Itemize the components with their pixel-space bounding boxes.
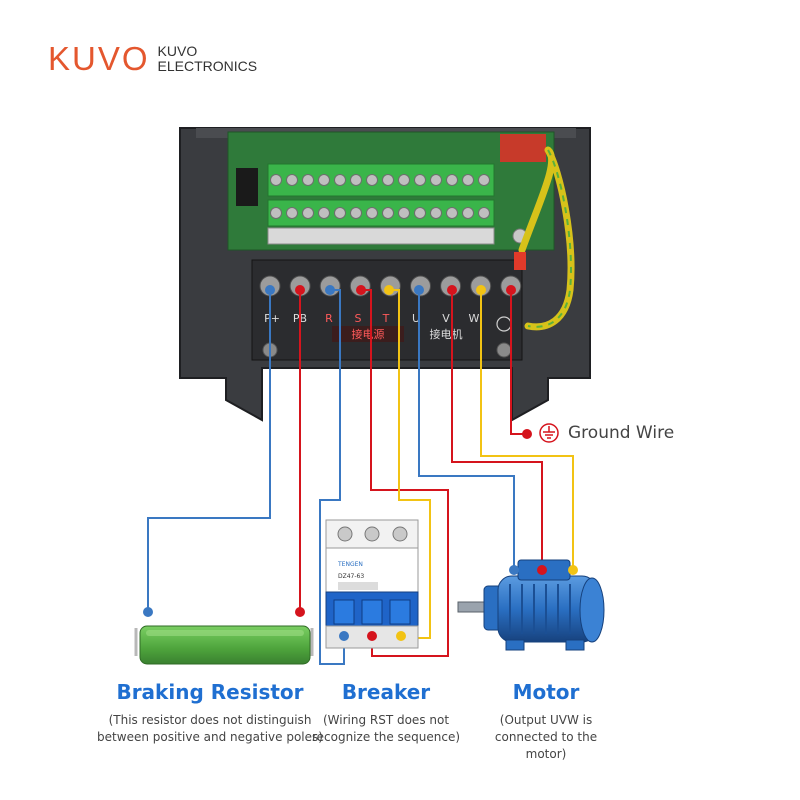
- breaker-brand-text: TENGEN: [337, 561, 363, 568]
- wiring-lines: [147, 289, 574, 665]
- brand-name-line2: ELECTRONICS: [157, 58, 258, 74]
- board-screw: [430, 207, 442, 219]
- board-screw: [366, 207, 378, 219]
- board-screw: [478, 207, 490, 219]
- terminal-label-w: W: [469, 312, 480, 325]
- terminal-label-t: T: [382, 312, 390, 325]
- wire-t: [389, 289, 431, 639]
- ground-icon: [522, 423, 559, 443]
- brand-logo: KUVO KUVO ELECTRONICS: [48, 40, 257, 78]
- board-screw: [334, 207, 346, 219]
- board-screw: [382, 174, 394, 186]
- output-motor-label: 接电机: [430, 327, 463, 341]
- board-screw: [350, 174, 362, 186]
- wire-u: [418, 290, 515, 570]
- motor-note: (Output UVW is connected to the motor): [494, 713, 598, 761]
- board-screw: [270, 174, 282, 186]
- terminal-label-s: S: [355, 312, 362, 325]
- wire-r: [319, 289, 345, 665]
- wire-w: [480, 290, 574, 570]
- brand-name-line1: KUVO: [157, 43, 198, 59]
- breaker-title: Breaker: [341, 680, 431, 704]
- board-screw: [414, 207, 426, 219]
- terminal-label-p-plus: P+: [264, 312, 280, 325]
- wire-ground: [510, 290, 527, 435]
- board-screw: [366, 174, 378, 186]
- board-screw: [318, 207, 330, 219]
- braking-resistor: [134, 607, 314, 665]
- board-screw: [414, 174, 426, 186]
- breaker-note: (Wiring RST does not recognize the seque…: [311, 713, 461, 744]
- terminal-dots: [265, 285, 516, 295]
- circuit-breaker: TENGEN DZ47-63: [325, 519, 419, 649]
- input-power-label: 接电源: [352, 327, 385, 341]
- wire-s: [361, 289, 449, 657]
- board-screw: [286, 174, 298, 186]
- board-screw: [446, 207, 458, 219]
- board-screw: [478, 174, 490, 186]
- logo-mark: KUVO: [48, 40, 150, 77]
- board-screw: [398, 174, 410, 186]
- brand-name: KUVO ELECTRONICS: [158, 44, 258, 74]
- board-screw: [270, 207, 282, 219]
- board-screw: [462, 207, 474, 219]
- board-screw: [318, 174, 330, 186]
- motor: [457, 559, 605, 651]
- wire-v: [451, 290, 543, 570]
- braking-resistor-title: Braking Resistor: [116, 680, 304, 704]
- wire-p-plus: [147, 290, 271, 612]
- board-screw: [302, 207, 314, 219]
- terminal-label-r: R: [325, 312, 333, 325]
- board-screw: [430, 174, 442, 186]
- board-screw: [462, 174, 474, 186]
- ground-wire-label: Ground Wire: [568, 423, 675, 443]
- board-screw-row: [270, 174, 490, 219]
- earth-wire: [514, 146, 575, 331]
- breaker-model-text: DZ47-63: [338, 573, 364, 580]
- board-screw: [446, 174, 458, 186]
- terminal-label-u: U: [412, 312, 420, 325]
- braking-resistor-note: (This resistor does not distinguish betw…: [97, 713, 323, 744]
- board-screw: [302, 174, 314, 186]
- board-screw: [398, 207, 410, 219]
- motor-title: Motor: [512, 680, 580, 704]
- terminal-label-v: V: [442, 312, 450, 325]
- control-board: [227, 131, 555, 251]
- board-screw: [382, 207, 394, 219]
- board-screw: [334, 174, 346, 186]
- board-screw: [350, 207, 362, 219]
- board-screw: [286, 207, 298, 219]
